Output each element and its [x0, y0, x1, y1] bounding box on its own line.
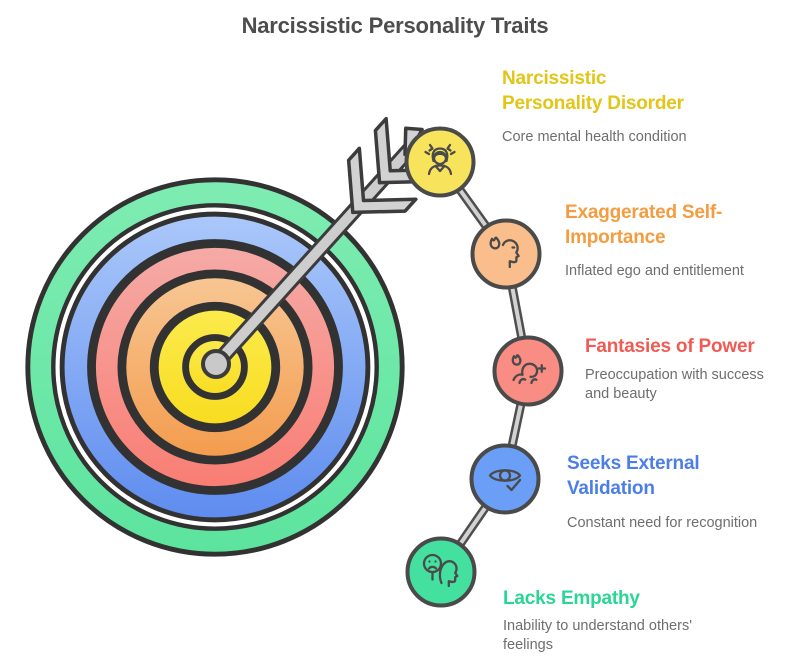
trait-heading-npd: Narcissistic Personality Disorder: [502, 68, 684, 114]
trait-description-npd: Core mental health condition: [502, 129, 687, 145]
trait-description-lacks-empathy: Inability to understand others' feelings: [503, 618, 692, 653]
trait-node-npd: [404, 126, 476, 198]
trait-heading-self-importance: Exaggerated Self- Importance: [565, 202, 723, 248]
trait-node-external-validation: [469, 443, 541, 515]
trait-node-self-importance: [470, 218, 542, 290]
trait-description-self-importance: Inflated ego and entitlement: [565, 263, 744, 279]
target-rings: [25, 177, 405, 557]
trait-node-fantasies-of-power: [492, 335, 564, 407]
trait-description-external-validation: Constant need for recognition: [567, 515, 758, 531]
trait-description-fantasies-of-power: Preoccupation with success and beauty: [585, 367, 764, 402]
trait-heading-fantasies-of-power: Fantasies of Power: [585, 336, 755, 357]
trait-heading-lacks-empathy: Lacks Empathy: [503, 588, 640, 609]
bullseye-target-graphic: [25, 177, 405, 557]
page-title: Narcissistic Personality Traits: [241, 13, 549, 38]
trait-node-lacks-empathy: [405, 536, 477, 608]
trait-heading-external-validation: Seeks External Validation: [567, 453, 700, 499]
